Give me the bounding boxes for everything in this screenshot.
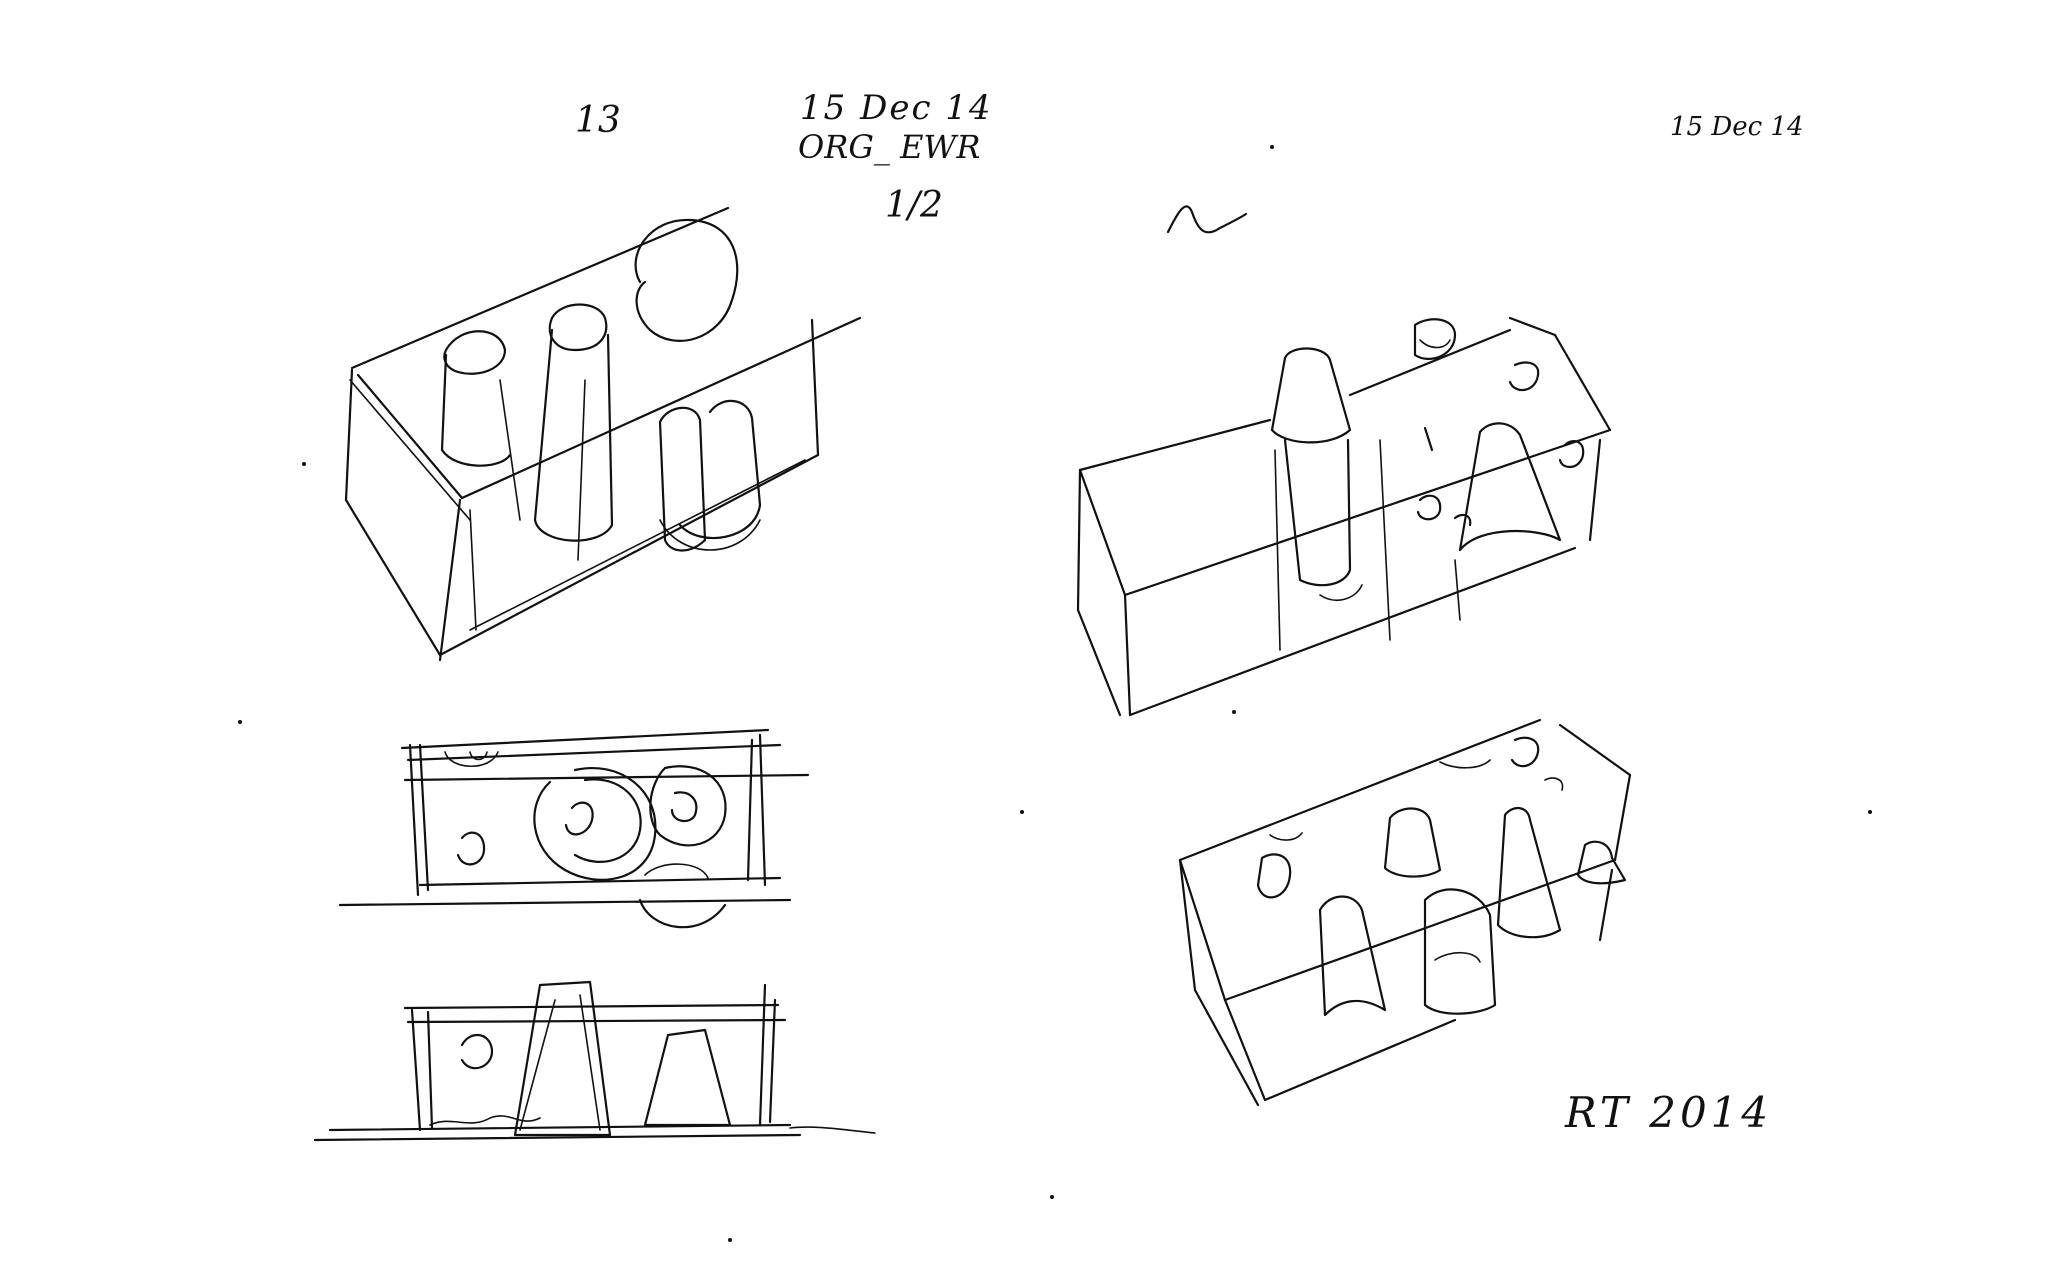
speck	[1020, 810, 1024, 814]
left-top-isometric-block	[344, 206, 862, 662]
handwritten-number: 13	[575, 100, 621, 141]
speck	[1270, 145, 1274, 149]
speck	[1868, 810, 1872, 814]
speck	[302, 462, 306, 466]
handwritten-note-code: ORG_ EWR	[798, 128, 981, 166]
left-middle-plan-view	[338, 728, 810, 929]
right-bottom-isometric-block	[1178, 718, 1632, 1107]
handwritten-date-right: 15 Dec 14	[1670, 112, 1804, 142]
left-bottom-elevation	[313, 980, 876, 1142]
speck	[728, 1238, 732, 1242]
handwritten-note-date: 15 Dec 14	[800, 88, 993, 128]
signature: RT 2014	[1565, 1088, 1773, 1137]
speck	[238, 720, 242, 724]
speck	[1050, 1195, 1054, 1199]
right-top-isometric-block	[1076, 316, 1612, 717]
handwritten-fraction: 1/2	[885, 185, 943, 226]
squiggle-mark	[1166, 205, 1248, 234]
speck	[1232, 710, 1236, 714]
